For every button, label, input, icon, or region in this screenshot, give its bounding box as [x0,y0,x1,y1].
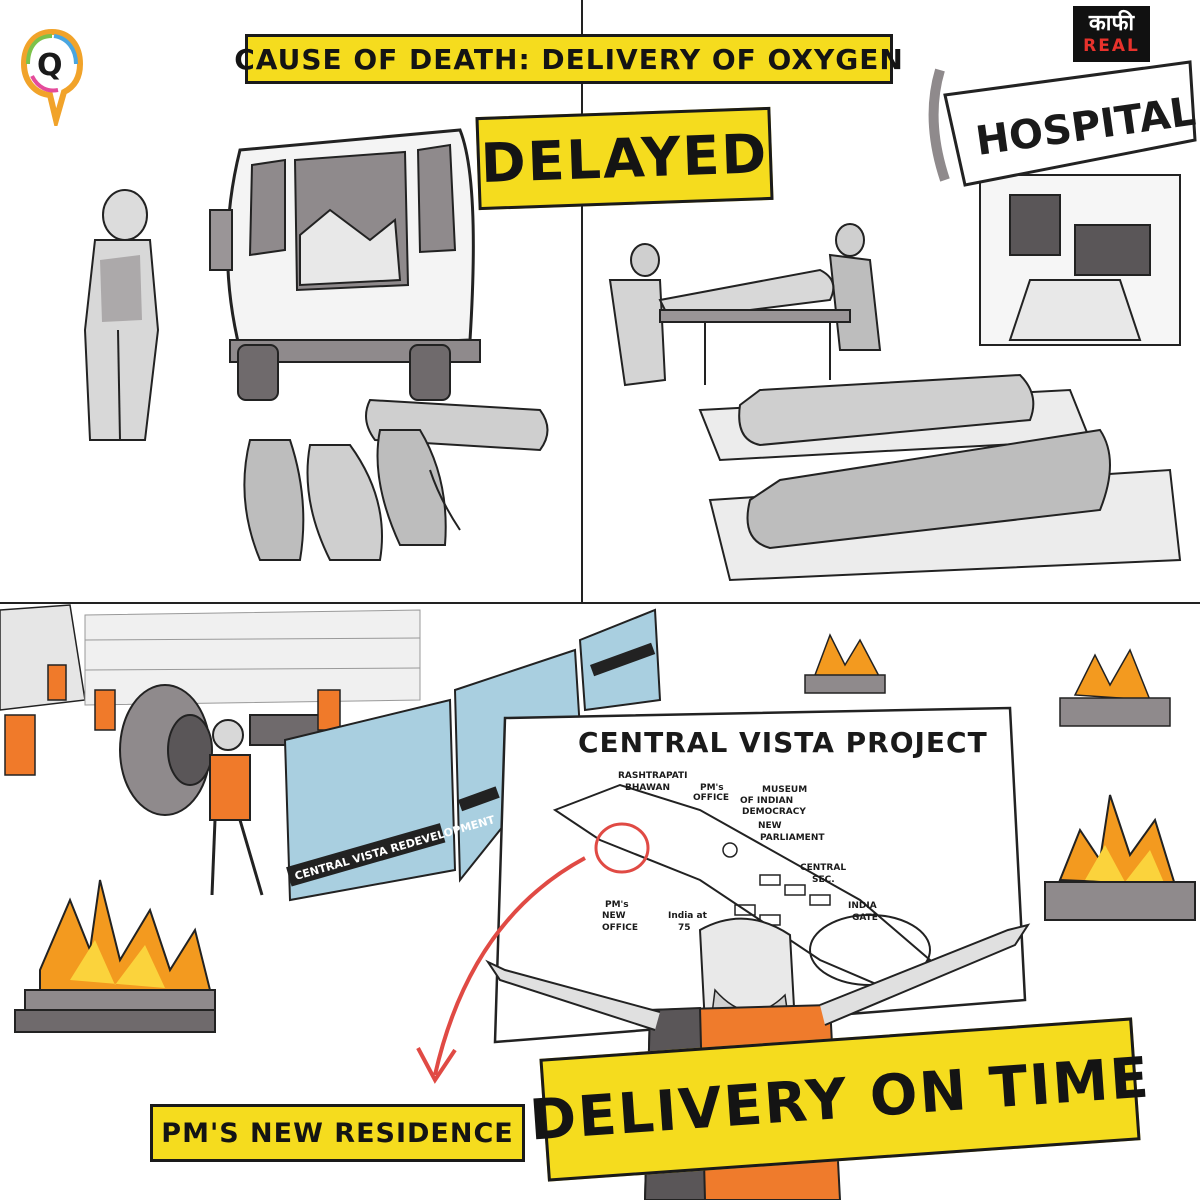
map-label-india-at-75-2: 75 [678,923,691,933]
map-label-parliament-1: NEW [758,821,782,831]
map-label-pm-new-office-3: OFFICE [602,923,638,933]
funeral-pyre-top-right [1059,648,1171,727]
map-label-pm-office-2: OFFICE [693,793,729,803]
funeral-pyre-left [14,879,216,1033]
caption-pm-new-residence: PM'S NEW RESIDENCE [150,1104,525,1162]
map-building-blocks [722,842,831,926]
bodies-on-stretchers [698,373,1182,582]
map-label-central-sec-1: CENTRAL [800,863,846,873]
map-label-india-gate-2: GATE [852,913,878,923]
hospital-building: HOSPITAL [928,60,1198,346]
funeral-pyre-top-mid [804,633,886,694]
red-arrow [416,856,586,1084]
map-label-pm-office-1: PM's [700,783,724,793]
map-label-museum-1: MUSEUM [762,785,807,795]
kaafi-logo-real: REAL [1083,36,1140,56]
stretcher-with-workers [608,223,882,387]
map-label-india-gate-1: INDIA [848,901,877,911]
standing-health-worker [83,189,160,441]
wrapped-bodies-pile [243,398,549,561]
construction-workers [4,664,341,896]
map-label-central-sec-2: SEC. [812,875,835,885]
map-label-bhawan: BHAWAN [625,783,670,793]
map-label-museum-2: OF INDIAN [740,796,793,806]
kaafi-logo-hindi: काफी [1088,11,1135,36]
caption-cause-of-death: CAUSE OF DEATH: DELIVERY OF OXYGEN [234,34,903,84]
blue-barricades: CENTRAL VISTA REDEVELOPMENT [283,608,662,902]
map-label-rashtrapati: RASHTRAPATI [618,771,687,781]
map-label-pm-new-office-1: PM's [605,900,629,910]
caption-delayed: DELAYED [475,106,774,211]
residence-circle-marker [594,822,650,874]
cement-mixer [119,684,331,816]
map-title: CENTRAL VISTA PROJECT [578,726,988,759]
ambulance-drawing [209,128,481,401]
map-label-parliament-2: PARLIAMENT [760,833,825,843]
quint-logo: Q [20,28,84,132]
map-label-museum-3: DEMOCRACY [742,807,806,817]
kaafi-real-logo-icon: काफी REAL [1073,6,1150,62]
map-label-india-at-75-1: India at [668,911,708,921]
funeral-pyre-right [1044,794,1196,921]
quint-speech-bubble-icon: Q [20,28,84,132]
quint-logo-text: Q [37,48,63,83]
map-label-pm-new-office-2: NEW [602,911,626,921]
central-vista-map-board: CENTRAL VISTA PROJECT RASHTRAPATI BHAWAN… [493,706,1027,1044]
construction-backdrop [0,604,421,711]
